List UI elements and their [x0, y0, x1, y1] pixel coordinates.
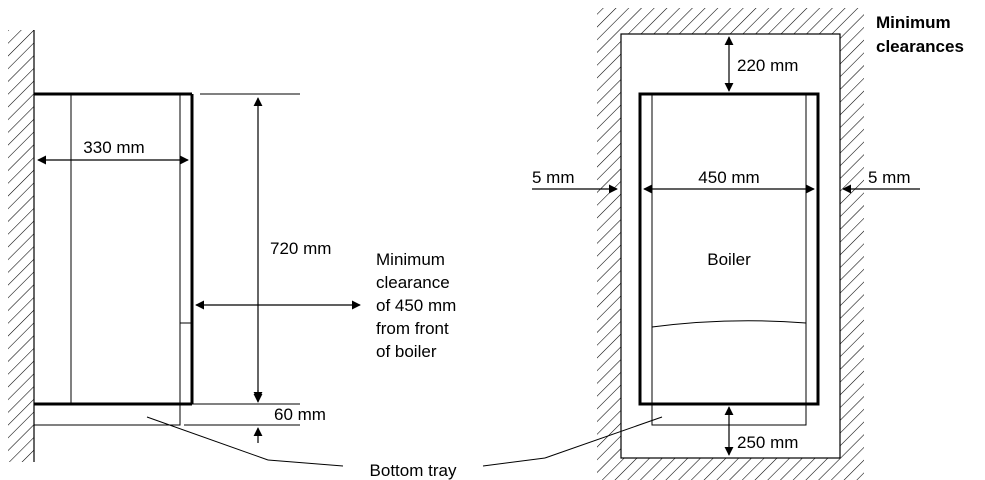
tray-leader-right-tail — [482, 457, 546, 467]
top-clearance-label: 220 mm — [737, 56, 798, 75]
height-label: 720 mm — [270, 239, 331, 258]
front-width-label: 450 mm — [698, 168, 759, 187]
tray-leader-left — [146, 416, 269, 461]
boiler-front-body — [638, 92, 820, 406]
tray-leader-left-tail — [267, 459, 344, 467]
front-clearance-line-1: Minimum — [376, 250, 445, 269]
left-gap-label: 5 mm — [532, 168, 575, 187]
bottom-tray-label: Bottom tray — [370, 461, 457, 480]
front-clearance-line-4: from front — [376, 319, 449, 338]
front-clearance-line-5: of boiler — [376, 342, 437, 361]
enclosure-hatching — [597, 8, 864, 480]
bottom-tray-callout: Bottom tray — [146, 416, 663, 480]
tray-height-label: 60 mm — [274, 405, 326, 424]
front-clearance-line-3: of 450 mm — [376, 296, 456, 315]
right-gap-label: 5 mm — [868, 168, 911, 187]
boiler-label: Boiler — [707, 250, 751, 269]
front-clearance-line-2: clearance — [376, 273, 450, 292]
tray-leader-right — [544, 416, 663, 459]
title-line-2: clearances — [876, 37, 964, 56]
front-view: 220 mm 450 mm 5 mm 5 mm Boiler 250 mm Mi… — [532, 8, 964, 480]
boiler-side-body — [34, 92, 194, 406]
title-line-1: Minimum — [876, 13, 951, 32]
enclosure-outline — [620, 33, 841, 459]
side-view: 330 mm 720 mm 60 mm Minimum clearance of… — [8, 30, 456, 462]
bottom-tray-side — [34, 404, 181, 426]
wall-hatching — [8, 30, 34, 462]
width-label: 330 mm — [83, 138, 144, 157]
bottom-clearance-label: 250 mm — [737, 433, 798, 452]
